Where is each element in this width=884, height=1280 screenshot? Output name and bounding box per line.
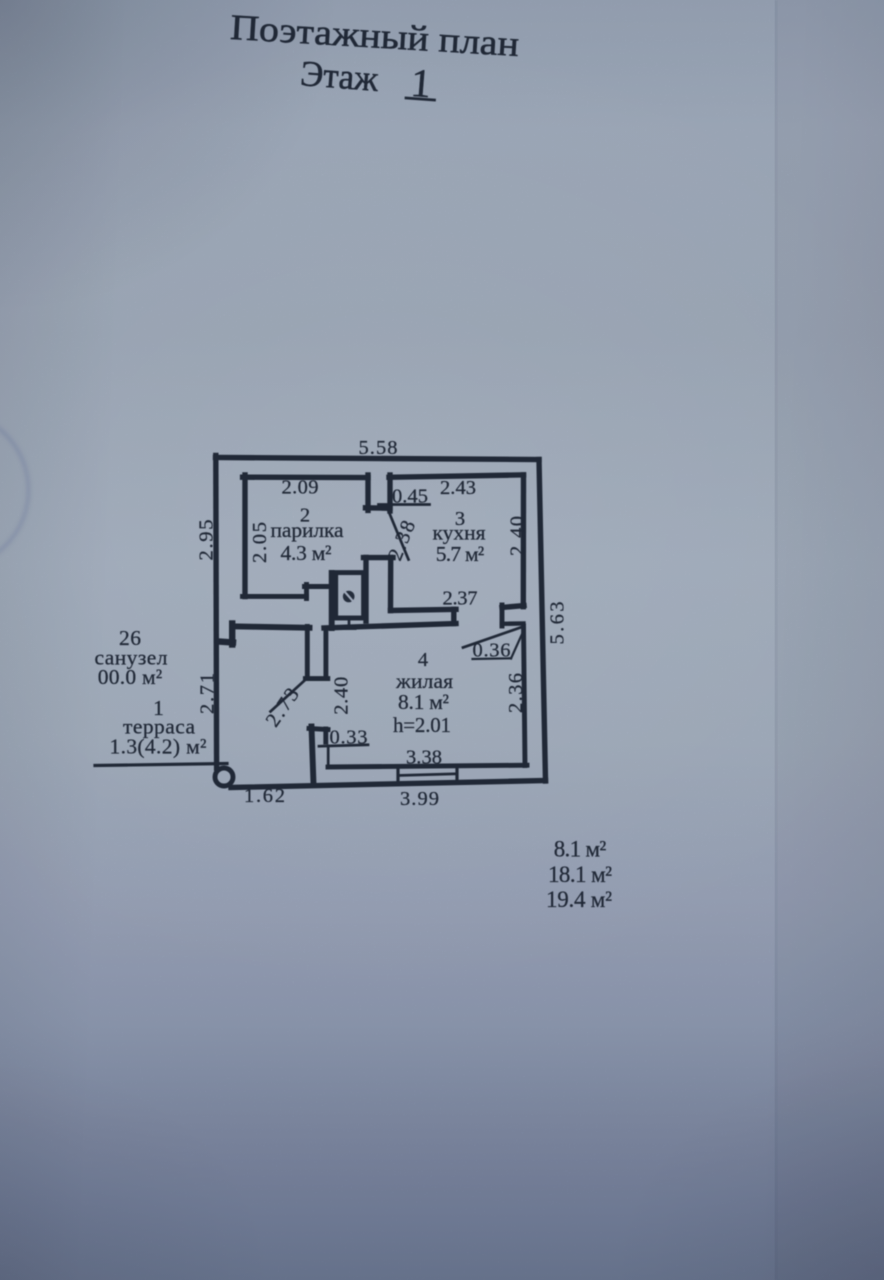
svg-text:2.43: 2.43 bbox=[440, 477, 476, 499]
svg-text:3.38: 3.38 bbox=[406, 747, 442, 769]
svg-text:1.3(4.2) м²: 1.3(4.2) м² bbox=[110, 735, 207, 759]
svg-text:0.33: 0.33 bbox=[330, 727, 368, 749]
svg-text:Этаж: Этаж bbox=[299, 53, 381, 99]
svg-text:1.62: 1.62 bbox=[244, 785, 285, 807]
svg-text:2.40: 2.40 bbox=[507, 516, 529, 556]
svg-text:4.3 м²: 4.3 м² bbox=[281, 541, 332, 565]
svg-text:2.38: 2.38 bbox=[384, 518, 420, 564]
svg-text:2.73: 2.73 bbox=[262, 684, 304, 731]
svg-text:Поэтажный план: Поэтажный план bbox=[229, 7, 520, 64]
svg-text:2.37: 2.37 bbox=[443, 588, 478, 610]
svg-text:5.63: 5.63 bbox=[547, 602, 569, 645]
svg-text:26: 26 bbox=[119, 626, 141, 650]
svg-text:4: 4 bbox=[418, 649, 428, 671]
svg-text:жилая: жилая bbox=[395, 669, 453, 693]
svg-text:2: 2 bbox=[300, 505, 310, 527]
svg-text:3: 3 bbox=[455, 508, 465, 530]
svg-text:терраса: терраса bbox=[123, 715, 195, 739]
svg-text:2.71: 2.71 bbox=[197, 673, 219, 714]
svg-text:5.7 м²: 5.7 м² bbox=[436, 542, 485, 566]
svg-text:19.4 м²: 19.4 м² bbox=[546, 887, 612, 912]
svg-text:5.58: 5.58 bbox=[359, 437, 398, 459]
svg-text:санузел: санузел bbox=[95, 646, 168, 670]
svg-text:2.36: 2.36 bbox=[505, 673, 527, 713]
svg-text:8.1 м²: 8.1 м² bbox=[398, 690, 449, 714]
svg-text:18.1 м²: 18.1 м² bbox=[548, 862, 612, 887]
svg-text:парилка: парилка bbox=[271, 518, 344, 542]
svg-text:2.09: 2.09 bbox=[282, 477, 319, 499]
svg-text:1: 1 bbox=[409, 60, 432, 106]
svg-text:2.05: 2.05 bbox=[249, 522, 271, 563]
svg-text:2.40: 2.40 bbox=[330, 677, 352, 715]
svg-text:h=2.01: h=2.01 bbox=[393, 713, 451, 737]
svg-text:2.95: 2.95 bbox=[196, 520, 218, 561]
svg-text:0.36: 0.36 bbox=[473, 640, 511, 662]
svg-text:3.99: 3.99 bbox=[400, 788, 439, 810]
svg-text:0.45: 0.45 bbox=[392, 486, 428, 508]
svg-text:8.1 м²: 8.1 м² bbox=[554, 837, 607, 862]
svg-text:1: 1 bbox=[153, 696, 164, 720]
svg-text:00.0 м²: 00.0 м² bbox=[98, 665, 163, 689]
svg-text:кухня: кухня bbox=[433, 521, 486, 545]
